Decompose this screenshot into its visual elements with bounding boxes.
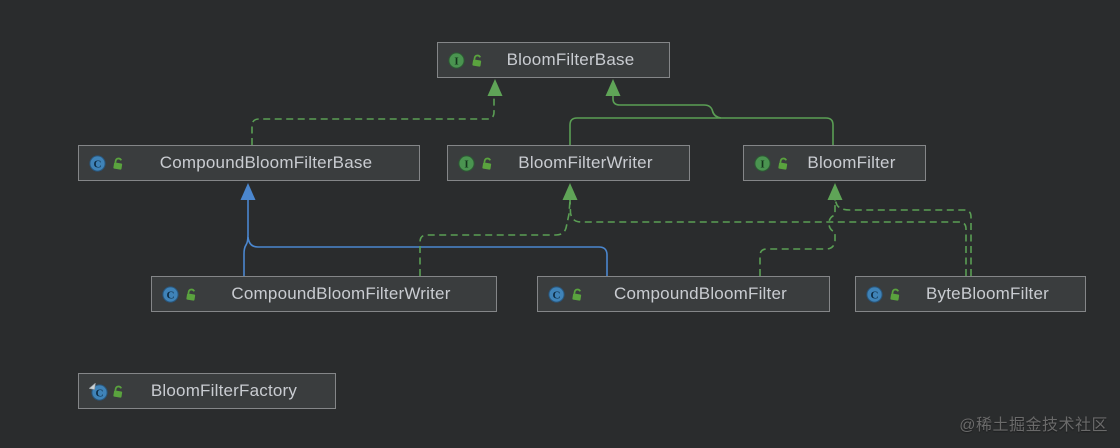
unlocked-padlock-icon bbox=[111, 384, 125, 399]
edge-bytebloomfilter-implements-bloomfilterwriter[interactable] bbox=[569, 199, 967, 276]
node-label: BloomFilterFactory bbox=[150, 381, 298, 400]
interface-icon: I bbox=[448, 51, 465, 69]
arrowhead-extends-compoundbloomfilterbase bbox=[240, 183, 256, 200]
unlocked-padlock-icon bbox=[480, 156, 494, 171]
node-bloomfilterbase[interactable]: I BloomFilterBase bbox=[437, 42, 670, 78]
node-label: CompoundBloomFilterWriter bbox=[231, 284, 451, 303]
node-bloomfilterfactory[interactable]: C BloomFilterFactory bbox=[78, 373, 336, 409]
node-compoundbloomfilter[interactable]: C CompoundBloomFilter bbox=[537, 276, 830, 312]
node-label: BloomFilter bbox=[807, 153, 896, 172]
svg-text:I: I bbox=[464, 158, 468, 170]
arrowhead-implements-bloomfilter bbox=[827, 183, 843, 200]
edge-compoundbloomfilter-implements-bloomfilter[interactable] bbox=[759, 200, 836, 276]
interface-icon: I bbox=[458, 154, 475, 172]
node-label: CompoundBloomFilterBase bbox=[159, 153, 373, 172]
svg-text:C: C bbox=[94, 158, 102, 170]
svg-text:I: I bbox=[760, 158, 764, 170]
arrowhead-implements-bloomfilterbase bbox=[487, 79, 503, 96]
edge-compoundbloomfilterbase-implements-bloomfilterbase[interactable] bbox=[251, 96, 495, 145]
arrowhead-extends-bloomfilterbase bbox=[605, 79, 621, 96]
class-icon: C bbox=[548, 285, 565, 303]
unlocked-padlock-icon bbox=[888, 287, 902, 302]
unlocked-padlock-icon bbox=[184, 287, 198, 302]
node-bloomfilterwriter[interactable]: I BloomFilterWriter bbox=[447, 145, 690, 181]
unlocked-padlock-icon bbox=[570, 287, 584, 302]
node-label: BloomFilterBase bbox=[506, 50, 635, 69]
class-icon: C bbox=[89, 154, 106, 172]
unlocked-padlock-icon bbox=[776, 156, 790, 171]
final-class-icon: C bbox=[88, 381, 108, 401]
svg-text:C: C bbox=[96, 387, 104, 399]
arrowhead-implements-bloomfilterwriter bbox=[562, 183, 578, 200]
class-icon: C bbox=[162, 285, 179, 303]
unlocked-padlock-icon bbox=[111, 156, 125, 171]
node-bytebloomfilter[interactable]: C ByteBloomFilter bbox=[855, 276, 1086, 312]
svg-text:I: I bbox=[454, 55, 458, 67]
node-label: ByteBloomFilter bbox=[926, 284, 1049, 303]
node-label: CompoundBloomFilter bbox=[614, 284, 787, 303]
edge-compoundbloomfilterwriter-implements-bloomfilterwriter[interactable] bbox=[419, 199, 571, 276]
watermark-text: @稀土掘金技术社区 bbox=[959, 417, 1108, 434]
edge-compoundbloomfilter-extends-compoundbloomfilterbase[interactable] bbox=[247, 236, 608, 276]
node-compoundbloomfilterwriter[interactable]: C CompoundBloomFilterWriter bbox=[151, 276, 497, 312]
svg-text:C: C bbox=[553, 289, 561, 301]
unlocked-padlock-icon bbox=[470, 53, 484, 68]
node-compoundbloomfilterbase[interactable]: C CompoundBloomFilterBase bbox=[78, 145, 420, 181]
edge-bloomfilter-extends-bloomfilterbase[interactable] bbox=[612, 96, 722, 119]
edge-bytebloomfilter-implements-bloomfilter[interactable] bbox=[834, 199, 972, 276]
svg-text:C: C bbox=[167, 289, 175, 301]
class-icon: C bbox=[866, 285, 883, 303]
interface-icon: I bbox=[754, 154, 771, 172]
node-label: BloomFilterWriter bbox=[518, 153, 653, 172]
edge-bloomfilterwriter-extends-bloomfilterbase[interactable] bbox=[569, 117, 834, 145]
node-bloomfilter[interactable]: I BloomFilter bbox=[743, 145, 926, 181]
svg-text:C: C bbox=[871, 289, 879, 301]
